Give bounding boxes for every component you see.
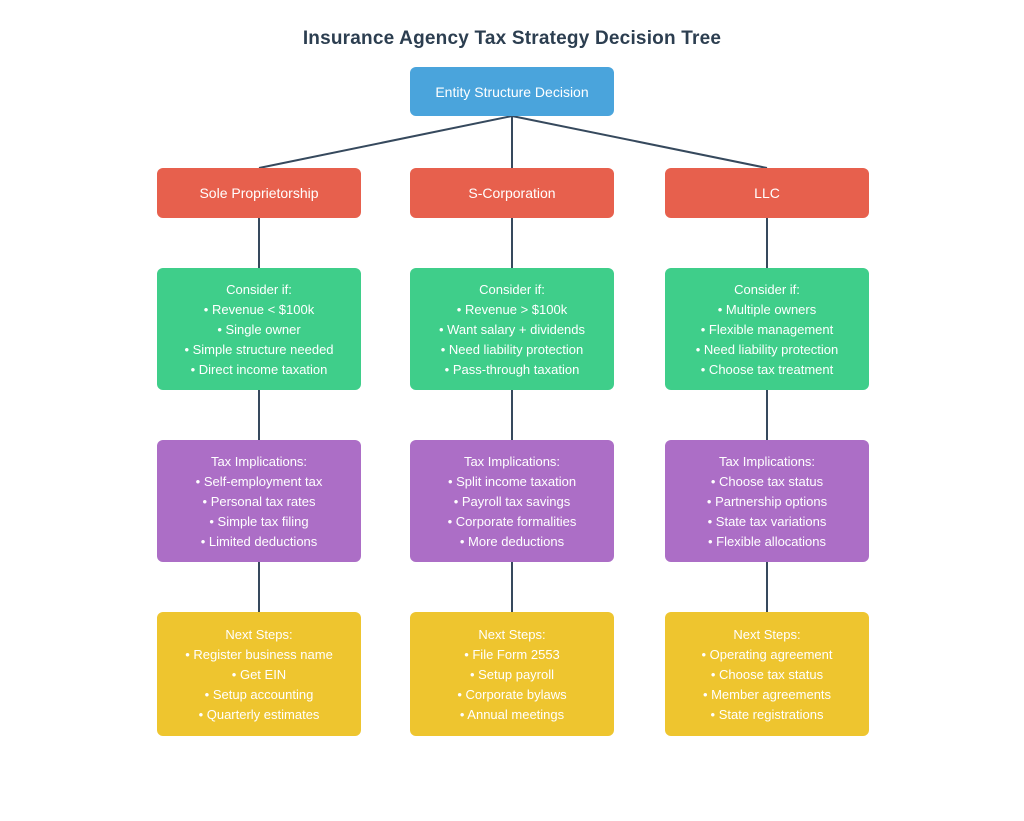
node-label: Sole Proprietorship (199, 185, 319, 201)
bullet-item: • Need liability protection (695, 341, 839, 357)
bullet-item: • Personal tax rates (202, 493, 316, 509)
bullet-item: • More deductions (459, 533, 565, 549)
node-heading: Tax Implications: (463, 453, 561, 469)
node-next-steps-s-corporation: Next Steps: • File Form 2553 • Setup pay… (410, 612, 614, 736)
bullet-item: • Quarterly estimates (198, 706, 320, 722)
node-label: LLC (754, 185, 780, 201)
bullet-item: • Get EIN (231, 666, 287, 682)
node-label: S-Corporation (468, 185, 556, 201)
bullet-item: • File Form 2553 (464, 646, 560, 662)
node-heading: Tax Implications: (210, 453, 308, 469)
bullet-item: • Corporate formalities (447, 513, 577, 529)
bullet-item: • State registrations (710, 706, 824, 722)
bullet-item: • Pass-through taxation (444, 361, 580, 377)
bullet-item: • Simple tax filing (209, 513, 309, 529)
node-label: Entity Structure Decision (435, 83, 589, 100)
bullet-item: • Choose tax status (710, 473, 824, 489)
node-llc: LLC (665, 168, 869, 218)
node-tax-llc: Tax Implications: • Choose tax status • … (665, 440, 869, 562)
bullet-item: • Single owner (217, 321, 301, 337)
bullet-item: • Direct income taxation (190, 361, 328, 377)
bullet-item: • Simple structure needed (184, 341, 334, 357)
node-heading: Consider if: (226, 281, 292, 297)
bullet-item: • Member agreements (702, 686, 832, 702)
node-sole-proprietorship: Sole Proprietorship (157, 168, 361, 218)
bullet-item: • Payroll tax savings (453, 493, 571, 509)
bullet-item: • State tax variations (707, 513, 827, 529)
node-s-corporation: S-Corporation (410, 168, 614, 218)
connector-line (258, 115, 513, 169)
bullet-item: • Partnership options (706, 493, 828, 509)
node-tax-s-corporation: Tax Implications: • Split income taxatio… (410, 440, 614, 562)
bullet-item: • Setup payroll (469, 666, 555, 682)
node-entity-structure-decision: Entity Structure Decision (410, 67, 614, 116)
bullet-item: • Choose tax status (710, 666, 824, 682)
bullet-item: • Split income taxation (447, 473, 577, 489)
node-tax-sole-proprietorship: Tax Implications: • Self-employment tax … (157, 440, 361, 562)
bullet-item: • Choose tax treatment (700, 361, 834, 377)
node-heading: Consider if: (734, 281, 800, 297)
node-heading: Consider if: (479, 281, 545, 297)
bullet-item: • Annual meetings (459, 706, 565, 722)
node-heading: Next Steps: (478, 626, 546, 642)
node-consider-sole-proprietorship: Consider if: • Revenue < $100k • Single … (157, 268, 361, 390)
node-heading: Next Steps: (733, 626, 801, 642)
diagram-title: Insurance Agency Tax Strategy Decision T… (302, 28, 722, 49)
bullet-item: • Setup accounting (204, 686, 314, 702)
bullet-item: • Multiple owners (717, 301, 817, 317)
node-heading: Next Steps: (225, 626, 293, 642)
bullet-item: • Operating agreement (701, 646, 833, 662)
bullet-item: • Want salary + dividends (438, 321, 586, 337)
bullet-item: • Corporate bylaws (457, 686, 567, 702)
node-next-steps-llc: Next Steps: • Operating agreement • Choo… (665, 612, 869, 736)
node-consider-s-corporation: Consider if: • Revenue > $100k • Want sa… (410, 268, 614, 390)
bullet-item: • Flexible management (700, 321, 834, 337)
node-consider-llc: Consider if: • Multiple owners • Flexibl… (665, 268, 869, 390)
bullet-item: • Revenue > $100k (456, 301, 568, 317)
node-next-steps-sole-proprietorship: Next Steps: • Register business name • G… (157, 612, 361, 736)
connector-line (511, 115, 768, 169)
bullet-item: • Revenue < $100k (203, 301, 315, 317)
bullet-item: • Register business name (185, 646, 333, 662)
bullet-item: • Need liability protection (440, 341, 584, 357)
bullet-item: • Limited deductions (200, 533, 318, 549)
bullet-item: • Flexible allocations (708, 533, 826, 549)
node-heading: Tax Implications: (718, 453, 816, 469)
bullet-item: • Self-employment tax (195, 473, 323, 489)
